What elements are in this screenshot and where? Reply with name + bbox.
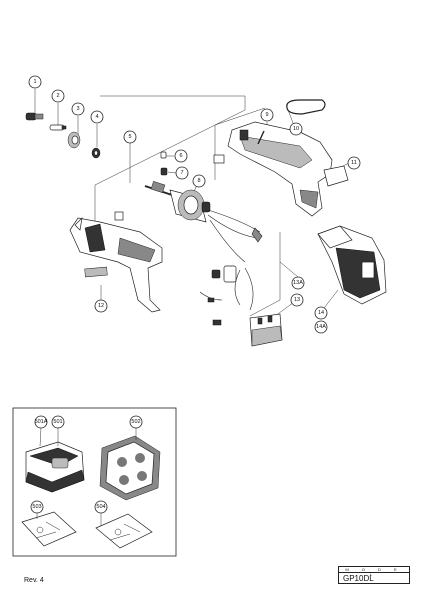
part-small-bearing — [160, 151, 167, 159]
callout-3: 3 — [71, 102, 85, 116]
svg-text:6: 6 — [179, 153, 182, 159]
part-label-plate — [114, 211, 124, 221]
svg-text:502: 502 — [131, 419, 140, 425]
svg-text:10: 10 — [293, 126, 299, 132]
callout-8: 8 — [192, 174, 206, 188]
callout-9: 9 — [260, 108, 274, 122]
callout-503: 503 — [30, 500, 44, 514]
part-screw — [257, 130, 265, 145]
callout-14: 14 — [314, 306, 328, 320]
part-washer — [91, 147, 101, 159]
callout-11: 11 — [347, 156, 361, 170]
callout-2: 2 — [51, 89, 65, 103]
part-housing-right — [213, 121, 333, 217]
callout-1: 1 — [28, 75, 42, 89]
callout-13: 13 — [290, 293, 304, 307]
svg-text:12: 12 — [98, 303, 104, 309]
accessory-manual-503 — [21, 511, 77, 547]
svg-text:13: 13 — [294, 297, 300, 303]
callout-6: 6 — [174, 149, 188, 163]
svg-text:8: 8 — [197, 178, 200, 184]
svg-text:501A: 501A — [35, 419, 48, 425]
callout-12: 12 — [94, 299, 108, 313]
accessory-charger — [25, 441, 85, 493]
svg-text:4: 4 — [95, 114, 98, 120]
model-value: GP10DL — [343, 574, 374, 583]
part-nut — [67, 131, 81, 149]
part-warning-label — [323, 165, 349, 187]
callout-4: 4 — [90, 110, 104, 124]
callout-502: 502 — [129, 415, 143, 429]
part-sleeve — [49, 124, 67, 131]
revision-label: Rev. 4 — [24, 577, 44, 584]
svg-text:14A: 14A — [316, 324, 326, 330]
callout-504: 504 — [94, 500, 108, 514]
callout-5: 5 — [123, 130, 137, 144]
part-nameplate — [84, 266, 108, 278]
accessory-case — [99, 435, 161, 501]
callout-14A: 14A — [314, 320, 328, 334]
svg-text:2: 2 — [56, 93, 59, 99]
svg-text:14: 14 — [318, 310, 324, 316]
svg-text:501: 501 — [53, 419, 62, 425]
svg-text:503: 503 — [32, 504, 41, 510]
model-header: M O D E L — [339, 567, 409, 577]
accessory-box — [12, 407, 177, 557]
svg-text:13A: 13A — [293, 280, 303, 286]
svg-text:504: 504 — [96, 504, 105, 510]
accessory-manual-504 — [95, 513, 153, 549]
part-bearing — [160, 167, 168, 176]
callout-13A: 13A — [291, 276, 305, 290]
part-wiring — [199, 209, 263, 311]
callout-501A: 501A — [35, 415, 48, 429]
svg-text:11: 11 — [351, 160, 357, 166]
part-collet — [25, 112, 44, 121]
svg-text:7: 7 — [180, 170, 183, 176]
svg-text:1: 1 — [33, 79, 36, 85]
callout-7: 7 — [175, 166, 189, 180]
part-housing-left — [69, 216, 163, 313]
part-hanger — [286, 99, 326, 115]
part-battery — [317, 225, 387, 305]
svg-text:5: 5 — [128, 134, 131, 140]
callout-501: 501 — [51, 415, 65, 429]
svg-text:3: 3 — [76, 106, 79, 112]
model-box: M O D E L GP10DL — [338, 566, 410, 584]
svg-text:9: 9 — [265, 112, 268, 118]
callout-10: 10 — [289, 122, 303, 136]
part-switch — [207, 265, 237, 326]
part-motor — [144, 181, 211, 223]
part-controller — [249, 313, 283, 347]
